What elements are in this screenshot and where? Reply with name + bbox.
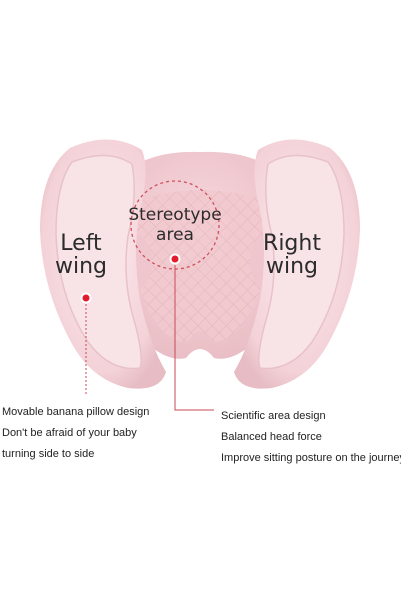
right-wing-inner <box>258 154 345 370</box>
center-leader-line <box>174 265 214 411</box>
right-caption-line: Balanced head force <box>221 431 322 443</box>
right-caption-line: Improve sitting posture on the journey <box>221 452 401 464</box>
right-wing-label-text: Right wing <box>263 231 321 280</box>
stereotype-area-label: Stereotype area <box>125 205 225 245</box>
right-wing-label: Right wing <box>250 232 334 278</box>
left-caption-line: Don't be afraid of your baby <box>2 427 137 439</box>
right-caption-line: Scientific area design <box>221 410 326 422</box>
stereotype-area-highlight <box>130 180 220 270</box>
left-caption-line: Movable banana pillow design <box>2 406 150 418</box>
center-quilt <box>132 190 268 342</box>
left-caption-line: turning side to side <box>2 448 95 460</box>
left-wing-label-text: Left wing <box>54 231 107 280</box>
left-wing-label: Left wing <box>44 232 118 278</box>
stereotype-area-label-text: Stereotype area <box>128 205 222 245</box>
left-wing-inner <box>55 154 142 370</box>
left-caption-block: Movable banana pillow design Don't be af… <box>2 402 192 465</box>
right-caption-block: Scientific area design Balanced head for… <box>221 406 401 469</box>
